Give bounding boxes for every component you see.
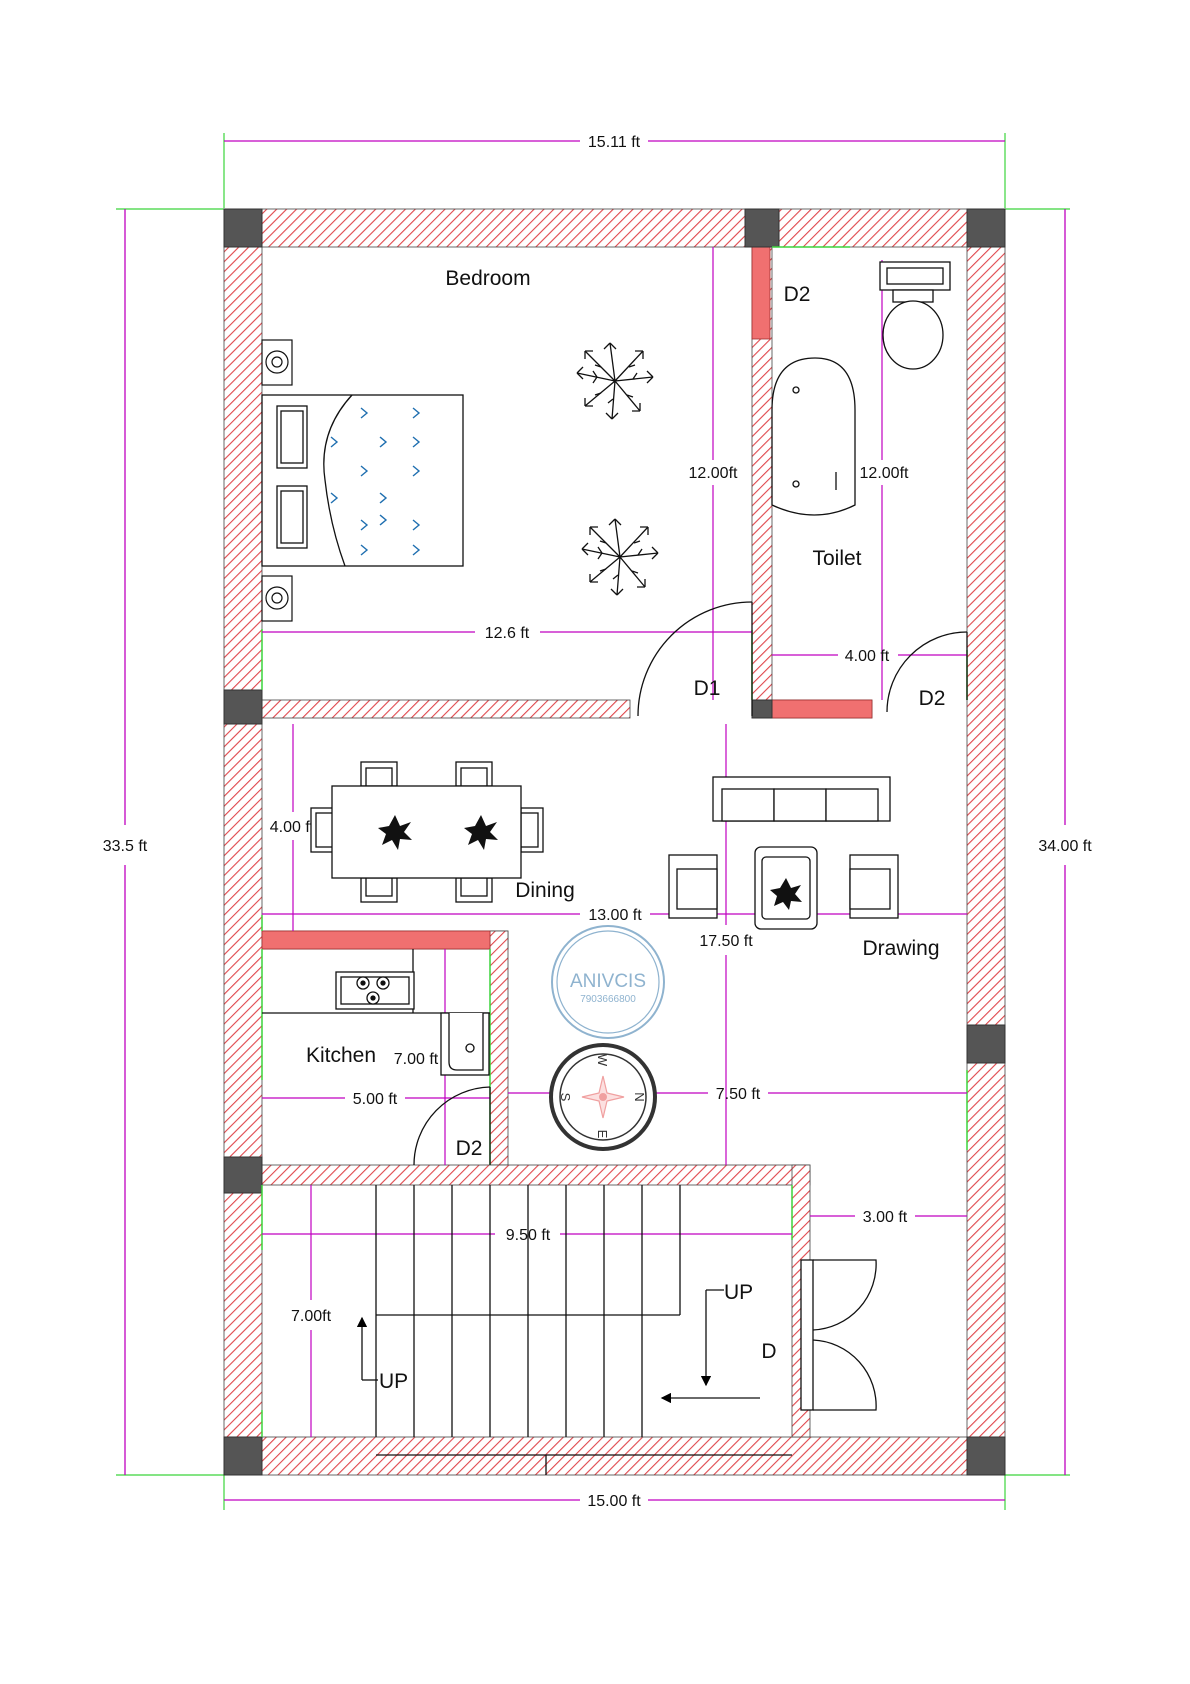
toilet-fixtures	[771, 261, 951, 516]
compass-w: W	[595, 1054, 610, 1067]
dim-dining-depth: 4.00 ft	[270, 819, 315, 836]
dim-drawing-depth: 17.50 ft	[699, 933, 753, 950]
staircase	[356, 1185, 792, 1475]
compass-s: S	[558, 1093, 573, 1102]
kitchen-fixtures	[262, 949, 490, 1076]
dim-overall-top: 15.11 ft	[588, 134, 641, 151]
plant-icon	[378, 815, 498, 850]
dim-living-width: 13.00 ft	[588, 907, 642, 924]
compass-n: N	[632, 1092, 647, 1101]
compass-e: E	[595, 1130, 610, 1139]
dim-bedroom-height: 12.00ft	[689, 465, 738, 482]
door-label-d1: D1	[694, 677, 721, 700]
watermark-seal: ANIVCIS 7903666800	[551, 925, 665, 1039]
stair-up-left: UP	[379, 1370, 408, 1393]
room-label-dining: Dining	[515, 879, 575, 902]
red-panels	[261, 246, 873, 950]
room-label-drawing: Drawing	[862, 937, 939, 960]
dim-overall-left: 33.5 ft	[103, 838, 148, 855]
dim-toilet-height: 12.00ft	[860, 465, 909, 482]
room-label-toilet: Toilet	[812, 547, 861, 570]
dim-bedroom-width: 12.6 ft	[485, 625, 530, 642]
bed-arrows	[330, 407, 421, 556]
dim-overall-right: 34.00 ft	[1038, 838, 1092, 855]
door-label-d2-top: D2	[784, 283, 811, 306]
bed	[261, 394, 464, 567]
dim-kitchen-width: 5.00 ft	[353, 1091, 398, 1108]
internal-dimensions: 12.00ft 12.00ft 12.6 ft 4.00 ft 4.00 ft …	[262, 247, 967, 1437]
plant-icon	[770, 878, 802, 910]
watermark-brand: ANIVCIS	[570, 971, 646, 992]
dim-overall-bottom: 15.00 ft	[587, 1493, 641, 1510]
dim-passage-width: 3.00 ft	[863, 1209, 908, 1226]
room-label-kitchen: Kitchen	[306, 1044, 376, 1067]
dim-stair-depth: 7.00ft	[291, 1308, 332, 1325]
doors	[413, 601, 968, 1411]
door-label-d2-kitchen: D2	[456, 1137, 483, 1160]
overall-dimensions: 15.11 ft 15.00 ft 33.5 ft 34.00 ft	[103, 133, 1092, 1510]
sofa-set	[668, 776, 899, 930]
plant-icon	[581, 518, 659, 596]
watermark-phone: 7903666800	[580, 994, 636, 1005]
columns	[223, 208, 1006, 1476]
nightstands	[261, 339, 293, 622]
door-label-d2-toilet: D2	[919, 687, 946, 710]
compass-icon: N S E W	[549, 1043, 657, 1151]
stair-up-right: UP	[724, 1281, 753, 1304]
door-label-main: D	[761, 1340, 776, 1363]
dim-toilet-width: 4.00 ft	[845, 648, 890, 665]
dining-table	[310, 761, 544, 903]
plant-icon	[576, 342, 654, 420]
dim-drawing-width: 7.50 ft	[716, 1086, 761, 1103]
dim-kitchen-depth: 7.00 ft	[394, 1051, 439, 1068]
room-label-bedroom: Bedroom	[445, 267, 530, 290]
